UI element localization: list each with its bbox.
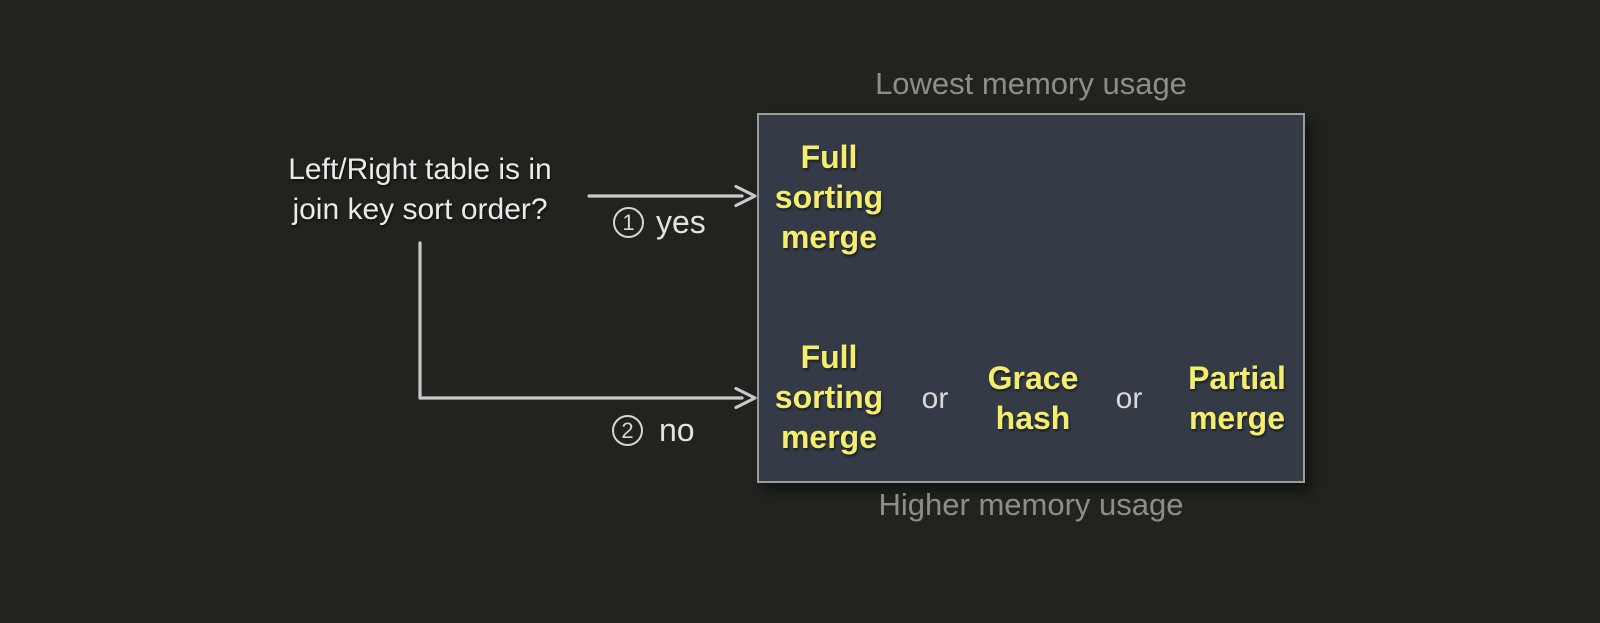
algo-full-sorting-merge-sorted: Full sorting merge [774,139,884,255]
circled-number-2-icon: 2 [612,415,643,446]
algo-partial-merge: Partial merge [1188,360,1286,436]
or-connector-1: or [921,382,949,415]
yes-arrow [587,184,757,208]
higher-memory-label: Higher memory usage [878,487,1184,522]
no-arrowhead-icon [734,386,757,410]
algo-full-sorting-merge-unsorted: Full sorting merge [774,339,884,455]
branch-yes-text: yes [656,204,706,240]
lowest-memory-label: Lowest memory usage [875,66,1187,101]
no-arrow [418,241,757,410]
question-text: Left/Right table is in join key sort ord… [288,153,552,226]
branch-label-yes: 1 yes [613,204,706,241]
branch-label-no: 2 no [612,412,695,449]
yes-arrowhead-icon [734,184,757,208]
circled-number-1-icon: 1 [613,207,644,238]
branch-no-text: no [659,412,695,448]
or-connector-2: or [1115,382,1143,415]
algorithms-box: Full sorting merge Full sorting merge or… [757,113,1305,483]
algo-grace-hash: Grace hash [987,360,1079,436]
